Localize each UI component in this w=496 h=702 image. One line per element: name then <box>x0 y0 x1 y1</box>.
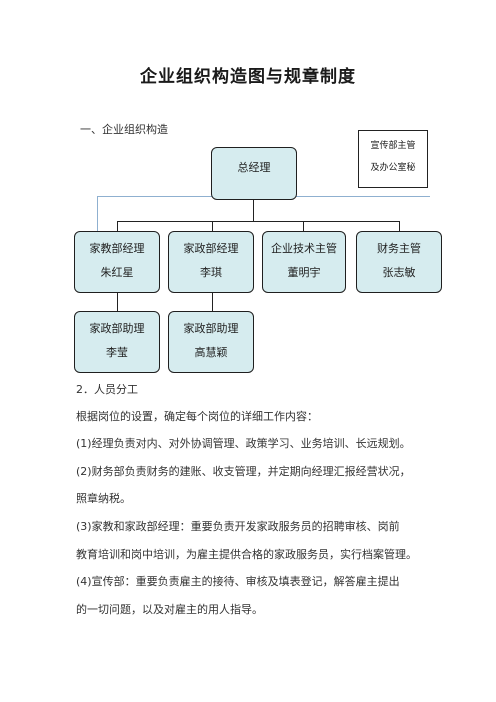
node-person: 张志敏 <box>382 266 416 279</box>
blue-connector-left <box>97 196 98 231</box>
side-box-line2: 及办公室秘 <box>370 163 416 173</box>
body-line: 照章纳税。 <box>76 492 131 505</box>
document-title: 企业组织构造图与规章制度 <box>140 67 356 87</box>
drop-1 <box>117 221 118 231</box>
section-heading-org: 一、企业组织构造 <box>80 123 168 136</box>
body-line: (4)宣传部：重要负责雇主的接待、审核及填表登记，解答雇主提出 <box>76 575 400 588</box>
body-line: (1)经理负责对内、对外协调管理、政策学习、业务培训、长远规划。 <box>76 437 411 450</box>
intro-paragraph: 根据岗位的设置，确定每个岗位的详细工作内容： <box>76 410 318 423</box>
node-title: 财务主管 <box>377 242 421 255</box>
node-ceo-title: 总经理 <box>237 161 271 174</box>
side-box-line1: 宣传部主管 <box>370 141 416 151</box>
drop-4 <box>399 221 400 231</box>
node-person: 李莹 <box>106 346 128 359</box>
node-title: 家政部助理 <box>183 322 239 335</box>
node-person: 高慧颖 <box>194 346 228 359</box>
node-person: 朱红星 <box>100 266 134 279</box>
node-person: 董明宇 <box>287 266 321 279</box>
body-line: (2)财务部负责财务的建账、收支管理，并定期向经理汇报经营状况， <box>76 465 411 478</box>
node-title: 企业技术主管 <box>271 242 337 255</box>
drop-2 <box>212 221 213 231</box>
node-assistant-1: 家政部助理 李莹 <box>74 311 160 373</box>
ceo-stem <box>253 200 254 222</box>
section-heading-staffing: 2．人员分工 <box>76 383 138 396</box>
body-line: 教育培训和岗中培训，为雇主提供合格的家政服务员，实行档案管理。 <box>76 548 417 561</box>
drop-3 <box>303 221 304 231</box>
side-box-publicity: 宣传部主管 及办公室秘 <box>358 130 428 188</box>
assistant-link-2 <box>212 293 213 311</box>
body-line: (3)家教和家政部经理：重要负责开发家政服务员的招聘审核、岗前 <box>76 520 400 533</box>
body-line: 的一切问题，以及对雇主的用人指导。 <box>76 603 263 616</box>
node-manager-housekeeping: 家政部经理 李琪 <box>168 231 254 293</box>
node-title: 家教部经理 <box>89 242 145 255</box>
node-person: 李琪 <box>200 266 222 279</box>
node-manager-tutoring: 家教部经理 朱红星 <box>74 231 160 293</box>
node-assistant-2: 家政部助理 高慧颖 <box>168 311 254 373</box>
node-technical-lead: 企业技术主管 董明宇 <box>262 231 346 293</box>
node-ceo: 总经理 <box>211 147 297 200</box>
node-finance-lead: 财务主管 张志敏 <box>356 231 442 293</box>
branch-bus <box>117 221 400 222</box>
node-title: 家政部助理 <box>89 322 145 335</box>
node-title: 家政部经理 <box>183 242 239 255</box>
assistant-link-1 <box>117 293 118 311</box>
